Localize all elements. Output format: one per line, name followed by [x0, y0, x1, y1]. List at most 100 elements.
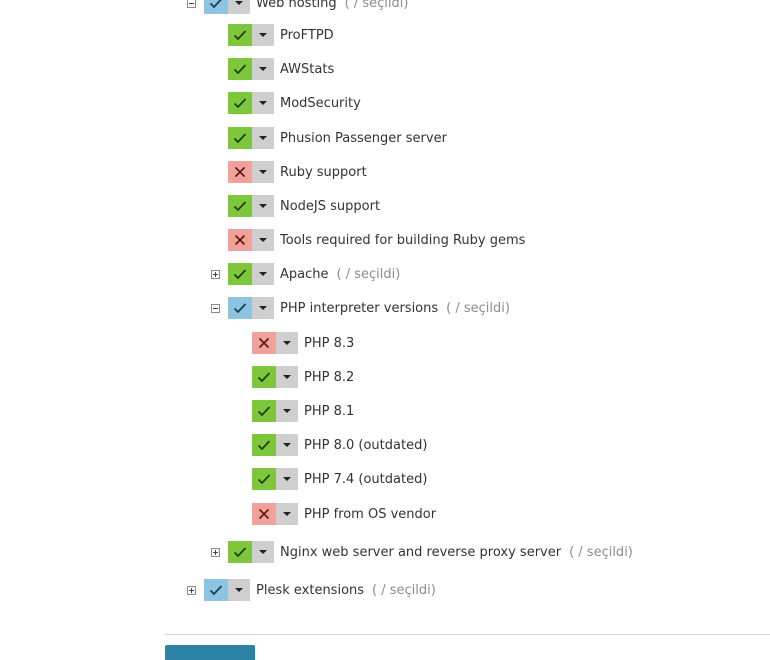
minus-box-icon — [210, 303, 220, 313]
node-label: NodeJS support — [280, 198, 381, 214]
collapse-toggle[interactable] — [185, 0, 197, 14]
caret-down-icon[interactable] — [228, 579, 250, 601]
cross-icon — [228, 161, 252, 183]
state-selector[interactable] — [228, 161, 274, 183]
caret-down-icon[interactable] — [276, 400, 298, 422]
state-selector[interactable] — [228, 24, 274, 46]
form-divider — [165, 634, 770, 635]
node-label: PHP 7.4 (outdated) — [304, 471, 428, 487]
caret-down-icon[interactable] — [252, 58, 274, 80]
state-selector[interactable] — [204, 579, 250, 601]
state-selector[interactable] — [228, 127, 274, 149]
check-icon — [252, 468, 276, 490]
tree-node-phusion-passenger: Phusion Passenger server — [228, 127, 447, 149]
node-label: ProFTPD — [280, 27, 334, 43]
tree-node-php-8-0: PHP 8.0 (outdated) — [252, 434, 427, 456]
state-selector[interactable] — [228, 297, 274, 319]
plus-box-icon — [210, 547, 220, 557]
state-selector[interactable] — [252, 503, 298, 525]
caret-down-icon[interactable] — [252, 297, 274, 319]
state-selector[interactable] — [204, 0, 250, 14]
state-selector[interactable] — [228, 58, 274, 80]
tree-node-nodejs-support: NodeJS support — [228, 195, 380, 217]
plus-box-icon — [186, 585, 196, 595]
tree-node-php-os-vendor: PHP from OS vendor — [252, 503, 436, 525]
expand-toggle[interactable] — [209, 541, 221, 563]
selected-hint: ( / seçildi) — [336, 266, 401, 282]
minus-box-icon — [186, 0, 196, 8]
state-selector[interactable] — [228, 263, 274, 285]
state-selector[interactable] — [228, 195, 274, 217]
node-label: PHP 8.0 (outdated) — [304, 437, 428, 453]
caret-down-icon[interactable] — [228, 0, 250, 14]
node-label: Apache — [280, 266, 329, 282]
node-label: PHP interpreter versions — [280, 300, 439, 316]
tree-node-apache: Apache ( / seçildi) — [209, 263, 400, 285]
expand-toggle[interactable] — [185, 579, 197, 601]
check-icon — [228, 297, 252, 319]
check-icon — [228, 58, 252, 80]
node-label: ModSecurity — [280, 95, 361, 111]
caret-down-icon[interactable] — [252, 127, 274, 149]
tree-node-php-8-1: PHP 8.1 — [252, 400, 354, 422]
tree-node-awstats: AWStats — [228, 58, 334, 80]
caret-down-icon[interactable] — [252, 229, 274, 251]
expand-toggle[interactable] — [209, 263, 221, 285]
node-label: PHP from OS vendor — [304, 506, 437, 522]
node-label: Web hosting — [256, 0, 337, 11]
caret-down-icon[interactable] — [276, 332, 298, 354]
check-icon — [228, 24, 252, 46]
caret-down-icon[interactable] — [276, 366, 298, 388]
tree-node-php-8-3: PHP 8.3 — [252, 332, 354, 354]
state-selector[interactable] — [252, 332, 298, 354]
node-label: PHP 8.3 — [304, 335, 355, 351]
node-label: PHP 8.2 — [304, 369, 355, 385]
check-icon — [228, 195, 252, 217]
state-selector[interactable] — [252, 468, 298, 490]
selected-hint: ( / seçildi) — [569, 544, 633, 560]
caret-down-icon[interactable] — [252, 24, 274, 46]
check-icon — [228, 127, 252, 149]
check-icon — [204, 579, 228, 601]
check-icon — [252, 434, 276, 456]
caret-down-icon[interactable] — [252, 161, 274, 183]
cross-icon — [252, 503, 276, 525]
caret-down-icon[interactable] — [252, 195, 274, 217]
tree-node-ruby-support: Ruby support — [228, 161, 367, 183]
check-icon — [204, 0, 228, 14]
node-label: Nginx web server and reverse proxy serve… — [280, 544, 562, 560]
state-selector[interactable] — [228, 229, 274, 251]
plus-box-icon — [210, 269, 220, 279]
caret-down-icon[interactable] — [252, 541, 274, 563]
tree-node-php-8-2: PHP 8.2 — [252, 366, 354, 388]
tree-node-php-7-4: PHP 7.4 (outdated) — [252, 468, 427, 490]
state-selector[interactable] — [228, 541, 274, 563]
caret-down-icon[interactable] — [276, 468, 298, 490]
state-selector[interactable] — [252, 400, 298, 422]
continue-button[interactable] — [165, 645, 255, 660]
check-icon — [228, 541, 252, 563]
tree-node-plesk-extensions: Plesk extensions ( / seçildi) — [185, 579, 436, 601]
selected-hint: ( / seçildi) — [344, 0, 409, 11]
tree-node-proftpd: ProFTPD — [228, 24, 334, 46]
state-selector[interactable] — [252, 434, 298, 456]
tree-node-nginx: Nginx web server and reverse proxy serve… — [209, 541, 633, 563]
caret-down-icon[interactable] — [276, 434, 298, 456]
selected-hint: ( / seçildi) — [446, 300, 510, 316]
cross-icon — [228, 229, 252, 251]
check-icon — [252, 366, 276, 388]
check-icon — [228, 263, 252, 285]
caret-down-icon[interactable] — [276, 503, 298, 525]
check-icon — [252, 400, 276, 422]
caret-down-icon[interactable] — [252, 263, 274, 285]
caret-down-icon[interactable] — [252, 92, 274, 114]
state-selector[interactable] — [252, 366, 298, 388]
node-label: PHP 8.1 — [304, 403, 355, 419]
tree-node-ruby-gems-tools: Tools required for building Ruby gems — [228, 229, 525, 251]
tree-node-modsecurity: ModSecurity — [228, 92, 361, 114]
selected-hint: ( / seçildi) — [372, 582, 436, 598]
collapse-toggle[interactable] — [209, 297, 221, 319]
state-selector[interactable] — [228, 92, 274, 114]
node-label: Plesk extensions — [256, 582, 365, 598]
